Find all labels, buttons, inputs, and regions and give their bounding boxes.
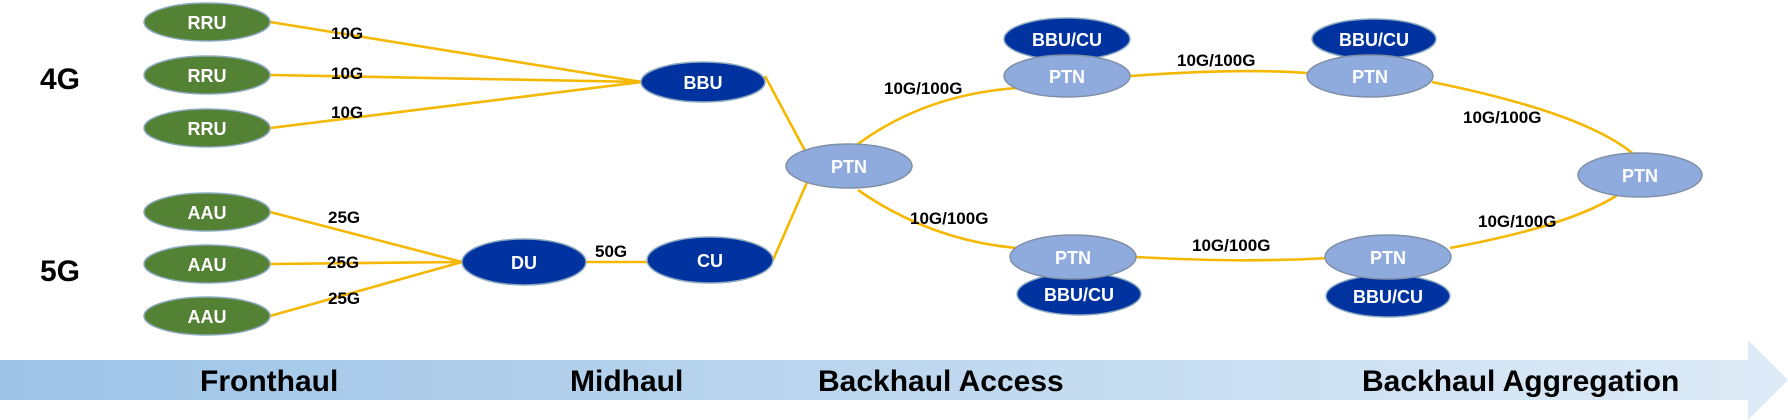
node-label: RRU (188, 13, 227, 33)
node-aau-3: AAU (143, 296, 271, 336)
segment-label-fronthaul: Fronthaul (200, 365, 338, 398)
link-cu-ptn (771, 179, 810, 261)
node-label: PTN (831, 157, 867, 177)
link-label-bot1-bot2: 10G/100G (1192, 236, 1270, 255)
link-aau2-du (269, 260, 463, 266)
node-aau-2: AAU (143, 244, 271, 284)
node-label: CU (697, 251, 723, 271)
node-label: PTN (1049, 67, 1085, 87)
node-label: AAU (188, 203, 227, 223)
segment-arrow (0, 340, 1788, 420)
node-label: PTN (1370, 248, 1406, 268)
node-ptn-top-1: PTN (1003, 54, 1131, 98)
link-label-aau3-du: 25G (328, 289, 360, 308)
segment-label-backhaul-access: Backhaul Access (818, 365, 1064, 398)
link-top1-top2 (1129, 69, 1308, 78)
node-rru-1: RRU (143, 2, 271, 42)
node-bbucu-top-1: BBU/CU (1003, 17, 1131, 61)
node-ptn-top-2: PTN (1306, 54, 1434, 98)
link-bot2-right (1449, 190, 1623, 250)
node-label: BBU/CU (1353, 287, 1423, 307)
link-bot1-bot2 (1135, 255, 1329, 262)
link-label-aau1-du: 25G (328, 208, 360, 227)
link-label-ptn-top: 10G/100G (884, 79, 962, 98)
node-label: AAU (188, 255, 227, 275)
node-ptn-right: PTN (1577, 152, 1703, 198)
link-labels: 10G 10G 10G 25G 25G 25G 50G 10G/100G 10G… (327, 24, 1556, 308)
link-rru1-bbu (269, 20, 643, 84)
segment-label-midhaul: Midhaul (570, 365, 683, 398)
link-ptn-bot1 (857, 188, 1017, 250)
node-label: BBU (684, 73, 723, 93)
node-label: DU (511, 253, 537, 273)
link-label-top2-right: 10G/100G (1463, 108, 1541, 127)
node-label: PTN (1055, 248, 1091, 268)
node-rru-2: RRU (143, 55, 271, 95)
generation-label-5g: 5G (40, 255, 80, 288)
node-label: BBU/CU (1339, 30, 1409, 50)
link-label-rru3-bbu: 10G (331, 103, 363, 122)
node-aau-1: AAU (143, 192, 271, 232)
link-bbu-ptn (763, 75, 812, 161)
link-top2-right (1431, 80, 1641, 161)
link-ptn-top1 (849, 86, 1018, 152)
node-cu: CU (646, 236, 774, 284)
node-bbucu-top-2: BBU/CU (1311, 18, 1437, 60)
node-label: BBU/CU (1032, 30, 1102, 50)
segment-label-backhaul-aggregation: Backhaul Aggregation (1362, 365, 1679, 398)
link-label-ptn-bot: 10G/100G (910, 209, 988, 228)
node-ptn-access: PTN (785, 143, 913, 189)
node-label: PTN (1352, 67, 1388, 87)
node-label: AAU (188, 307, 227, 327)
node-rru-3: RRU (143, 108, 271, 148)
node-bbucu-bot-2: BBU/CU (1325, 274, 1451, 318)
node-bbu: BBU (640, 61, 766, 103)
link-aau1-du (269, 210, 463, 264)
generation-label-4g: 4G (40, 63, 80, 96)
link-aau3-du (269, 260, 463, 318)
links (269, 20, 1641, 318)
node-ptn-bot-1: PTN (1009, 234, 1137, 280)
link-rru3-bbu (269, 80, 643, 130)
link-label-rru2-bbu: 10G (331, 64, 363, 83)
node-label: RRU (188, 119, 227, 139)
node-du: DU (461, 238, 587, 286)
node-label: BBU/CU (1044, 285, 1114, 305)
node-ptn-bot-2: PTN (1324, 234, 1452, 280)
node-label: RRU (188, 66, 227, 86)
link-label-bot2-right: 10G/100G (1478, 212, 1556, 231)
link-label-aau2-du: 25G (327, 253, 359, 272)
link-label-rru1-bbu: 10G (331, 24, 363, 43)
node-bbucu-bot-1: BBU/CU (1016, 272, 1142, 316)
link-label-top1-top2: 10G/100G (1177, 51, 1255, 70)
link-label-du-cu: 50G (595, 242, 627, 261)
link-rru2-bbu (269, 73, 643, 84)
node-label: PTN (1622, 166, 1658, 186)
